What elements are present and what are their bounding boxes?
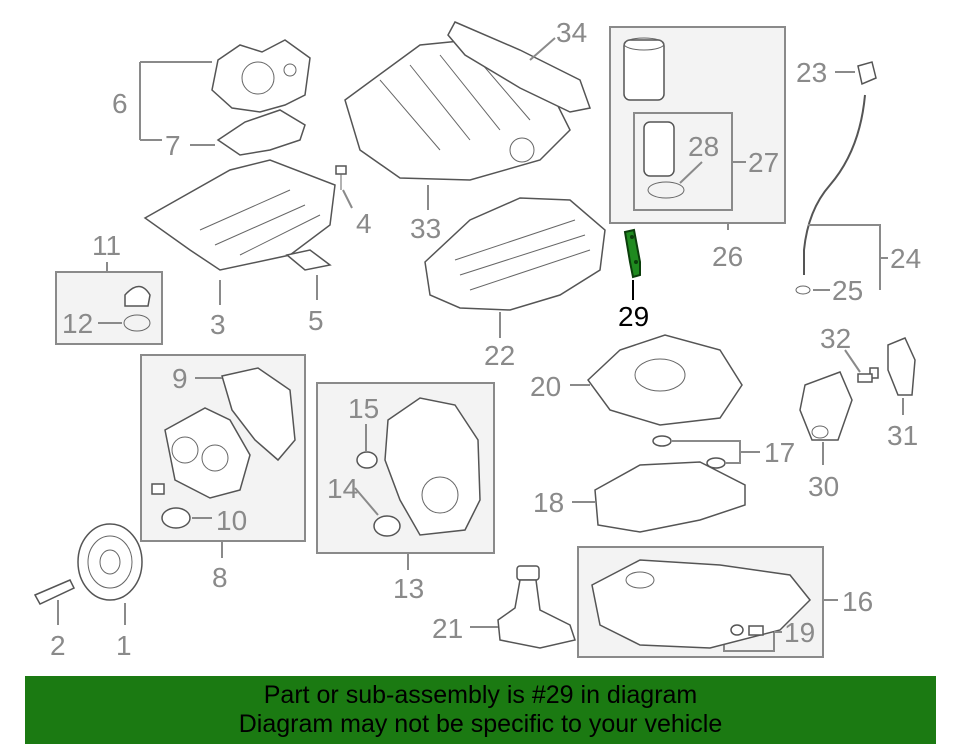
- callout-1: 1: [116, 630, 132, 661]
- callout-2: 2: [50, 630, 66, 661]
- crank-pulley-part: [77, 523, 143, 601]
- oil-pan-gasket-part: [594, 461, 746, 533]
- part-29-highlighted[interactable]: [623, 228, 641, 279]
- callout-10: 10: [216, 505, 247, 536]
- callout-8: 8: [212, 562, 228, 593]
- leader-14: [354, 487, 379, 516]
- leader-34: [529, 37, 556, 61]
- drain-plug-part: [730, 624, 764, 636]
- callout-26: 26: [712, 241, 743, 272]
- timing-cover-upper-part: [211, 39, 311, 113]
- oil-cooler-part: [799, 371, 853, 441]
- callout-29[interactable]: 29: [618, 301, 649, 332]
- oil-pump-part: [587, 334, 743, 426]
- leader-4: [342, 189, 353, 209]
- front-cover-part: [356, 397, 481, 537]
- callout-14: 14: [327, 473, 358, 504]
- banner-line-1: Part or sub-assembly is #29 in diagram: [263, 681, 698, 709]
- callout-7: 7: [165, 130, 181, 161]
- callout-34: 34: [556, 17, 587, 48]
- callout-9: 9: [172, 363, 188, 394]
- callout-24: 24: [890, 243, 921, 274]
- callout-25: 25: [832, 275, 863, 306]
- callout-19: 19: [784, 617, 815, 648]
- callout-5: 5: [308, 305, 324, 336]
- banner-line-2: Diagram may not be specific to your vehi…: [238, 710, 723, 738]
- group-box-11: [55, 271, 163, 345]
- cooler-bolt-part: [857, 367, 879, 383]
- cooler-gasket-part: [887, 337, 916, 396]
- timing-cover-lower-part: [151, 367, 296, 529]
- callout-31: 31: [887, 420, 918, 451]
- valve-cover-part: [143, 159, 336, 271]
- oil-filter-part: [623, 37, 685, 199]
- callout-6: 6: [112, 88, 128, 119]
- cylinder-head-part: [424, 197, 606, 311]
- callout-21: 21: [432, 613, 463, 644]
- callout-28: 28: [688, 131, 719, 162]
- leader-6: [139, 61, 212, 141]
- crank-bolt-part: [33, 579, 76, 605]
- oil-cap-part: [123, 285, 151, 332]
- callout-20: 20: [530, 371, 561, 402]
- manifold-gasket-part: [447, 21, 591, 113]
- callout-3: 3: [210, 309, 226, 340]
- dipstick-part: [795, 61, 877, 295]
- callout-15: 15: [348, 393, 379, 424]
- callout-22: 22: [484, 340, 515, 371]
- callout-12: 12: [62, 308, 93, 339]
- callout-16: 16: [842, 586, 873, 617]
- callout-18: 18: [533, 487, 564, 518]
- leader-32: [844, 349, 861, 373]
- callout-17: 17: [764, 437, 795, 468]
- callout-13: 13: [393, 573, 424, 604]
- leader-17: [672, 440, 760, 464]
- oil-filter-housing-part: [497, 565, 576, 649]
- callout-33: 33: [410, 213, 441, 244]
- callout-4: 4: [356, 208, 372, 239]
- callout-27: 27: [748, 147, 779, 178]
- callout-23: 23: [796, 57, 827, 88]
- leader-24: [808, 224, 888, 290]
- info-banner: Part or sub-assembly is #29 in diagram D…: [25, 676, 936, 744]
- cover-gasket-part: [216, 109, 306, 156]
- callout-30: 30: [808, 471, 839, 502]
- bracket-part-5: [285, 249, 332, 271]
- leader-28: [679, 161, 703, 184]
- callout-11: 11: [92, 230, 121, 261]
- bolt-part-4: [335, 165, 347, 190]
- callout-32: 32: [820, 323, 851, 354]
